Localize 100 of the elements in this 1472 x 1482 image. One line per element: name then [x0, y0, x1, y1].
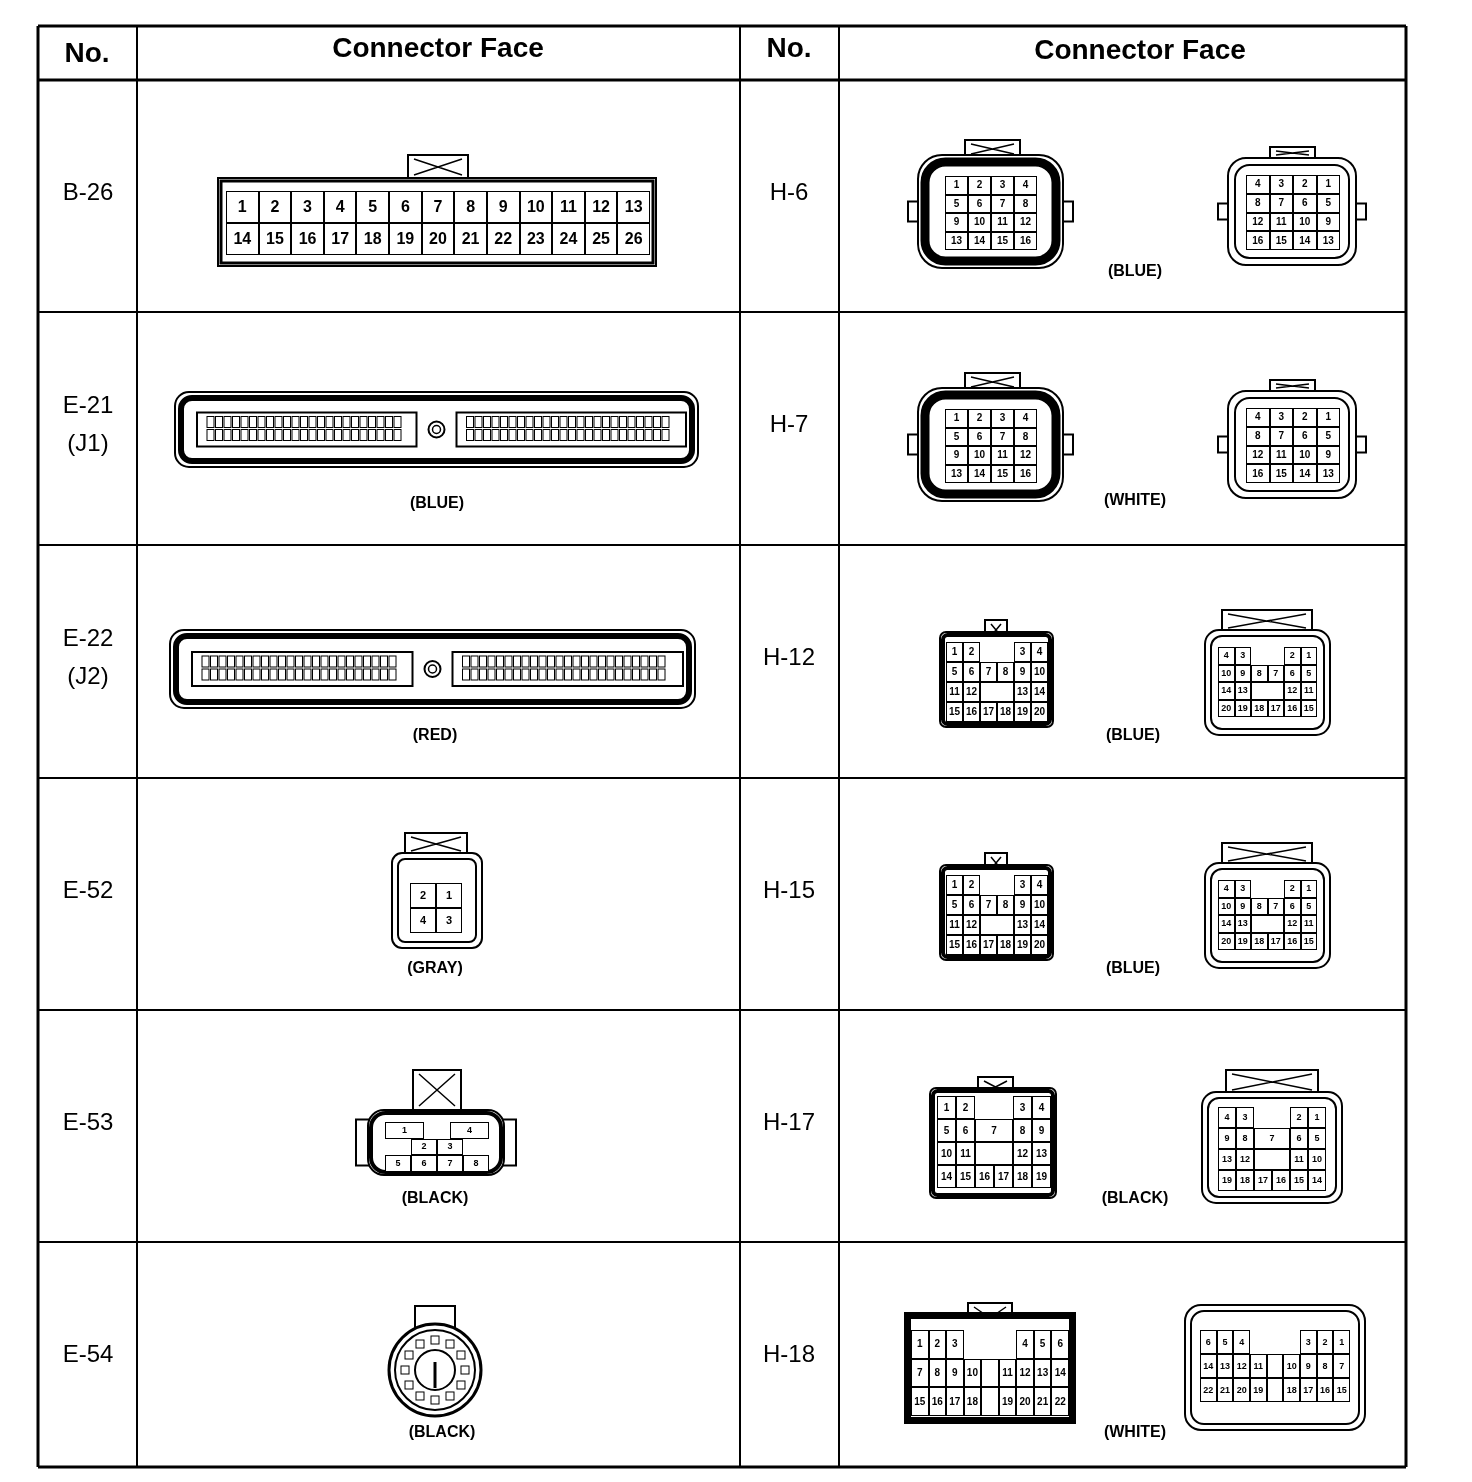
pin-number: 16 [1246, 231, 1270, 250]
pin-number: 10 [1031, 662, 1048, 682]
connector-number: (J2) [67, 662, 109, 690]
pin-number: 13 [1014, 682, 1031, 702]
pin-number: 2 [1293, 175, 1317, 194]
pin-number: 1 [946, 642, 963, 662]
pin-number: 24 [552, 223, 585, 255]
connector-number: H-7 [769, 410, 809, 438]
pin-number: 2 [956, 1096, 975, 1119]
pin-number: 4 [1246, 408, 1270, 427]
pin-number: 14 [1031, 682, 1048, 702]
pin-number: 14 [1051, 1358, 1069, 1388]
column-header: No. [64, 37, 110, 69]
pin-number: 18 [997, 935, 1014, 955]
pin-number: 1 [911, 1330, 929, 1359]
pin-number: 3 [436, 908, 462, 933]
pin-number: 8 [463, 1155, 489, 1172]
pin-number: 3 [1014, 875, 1031, 895]
pin-number: 9 [945, 446, 968, 465]
pin-number: 9 [486, 191, 520, 223]
pin-number: 13 [1316, 464, 1340, 483]
pin-number: 4 [1031, 642, 1048, 662]
pin-number: 1 [1308, 1107, 1326, 1128]
pin-number: 12 [584, 191, 618, 223]
pin-number: 23 [519, 223, 553, 255]
connector-color-label: (GRAY) [407, 959, 463, 977]
pin-number: 6 [1200, 1330, 1217, 1354]
pin-number: 15 [1269, 464, 1293, 483]
pin-number: 7 [1254, 1128, 1290, 1149]
pin-number: 2 [968, 409, 991, 428]
pin-number: 17 [1254, 1170, 1272, 1191]
pin-number: 5 [937, 1119, 956, 1142]
pin-number: 19 [1218, 1170, 1236, 1191]
pin-number: 4 [1032, 1096, 1051, 1119]
pin-number: 10 [968, 213, 991, 232]
pin-number: 3 [1236, 1107, 1254, 1128]
pin-number: 12 [1014, 213, 1037, 232]
connector-color-label: (BLACK) [401, 1189, 469, 1207]
pin-number: 22 [1200, 1378, 1217, 1402]
pin-number: 7 [980, 662, 997, 682]
pin-number: 2 [1293, 408, 1317, 427]
pin-number: 4 [1031, 875, 1048, 895]
pin-number: 18 [1283, 1378, 1300, 1402]
pin-number: 1 [226, 191, 259, 223]
pin-number: 4 [1014, 409, 1037, 428]
pin-number: 1 [436, 883, 462, 908]
pin-number: 9 [1032, 1119, 1051, 1142]
pin-number: 19 [1014, 702, 1031, 722]
pin-number: 6 [411, 1155, 437, 1172]
pin-number: 15 [1290, 1170, 1308, 1191]
pin-number: 9 [1300, 1354, 1317, 1378]
pin-number: 2 [963, 642, 980, 662]
pin-number: 16 [1272, 1170, 1290, 1191]
pin-number: 9 [946, 1358, 964, 1388]
pin-number: 4 [1016, 1330, 1034, 1359]
pin-number: 12 [1016, 1358, 1034, 1388]
connector-number: E-54 [62, 1340, 114, 1368]
pin-number: 12 [1284, 915, 1301, 933]
pin-number: 1 [385, 1122, 424, 1139]
pin-number: 4 [1218, 880, 1235, 898]
pin-number: 2 [963, 875, 980, 895]
pin-number: 20 [1233, 1378, 1250, 1402]
pin-number: 17 [980, 935, 997, 955]
pin-number: 2 [1284, 880, 1301, 898]
pin-number: 13 [1218, 1149, 1236, 1170]
pin-number: 26 [617, 223, 650, 255]
pin-number: 20 [1031, 702, 1048, 722]
pin-number: 11 [956, 1142, 975, 1165]
pin-number: 6 [1290, 1128, 1308, 1149]
connector-number: H-18 [763, 1340, 815, 1368]
pin-number: 2 [258, 191, 292, 223]
pin-number: 1 [946, 875, 963, 895]
pin-number: 5 [946, 662, 963, 682]
connector-color-label: (BLACK) [1101, 1189, 1169, 1207]
pin-number: 12 [963, 915, 980, 935]
pin-number: 2 [1290, 1107, 1308, 1128]
pin-number: 9 [945, 213, 968, 232]
pin-number: 11 [991, 446, 1014, 465]
pin-number: 5 [385, 1155, 411, 1172]
pin-number: 10 [937, 1142, 956, 1165]
pin-number: 14 [1293, 464, 1317, 483]
pin-number: 22 [1051, 1387, 1069, 1416]
pin-number: 13 [1032, 1142, 1051, 1165]
pin-number: 14 [1293, 231, 1317, 250]
pin-number: 19 [1014, 935, 1031, 955]
pin-number: 11 [1250, 1354, 1267, 1378]
pin-number: 10 [1283, 1354, 1300, 1378]
pin-number: 19 [1032, 1165, 1051, 1188]
pin-number: 13 [1316, 231, 1340, 250]
pin-number: 1 [937, 1096, 956, 1119]
pin-number: 2 [968, 176, 991, 195]
pin-number: 12 [963, 682, 980, 702]
pin-number: 3 [1269, 175, 1293, 194]
pin-number: 11 [946, 915, 963, 935]
column-header: No. [766, 32, 812, 64]
pin-number: 18 [356, 223, 390, 255]
pin-number: 9 [1218, 1128, 1236, 1149]
pin-number: 14 [1218, 682, 1235, 700]
pin-number: 5 [1308, 1128, 1326, 1149]
connector-color-label: (WHITE) [1103, 1423, 1167, 1441]
